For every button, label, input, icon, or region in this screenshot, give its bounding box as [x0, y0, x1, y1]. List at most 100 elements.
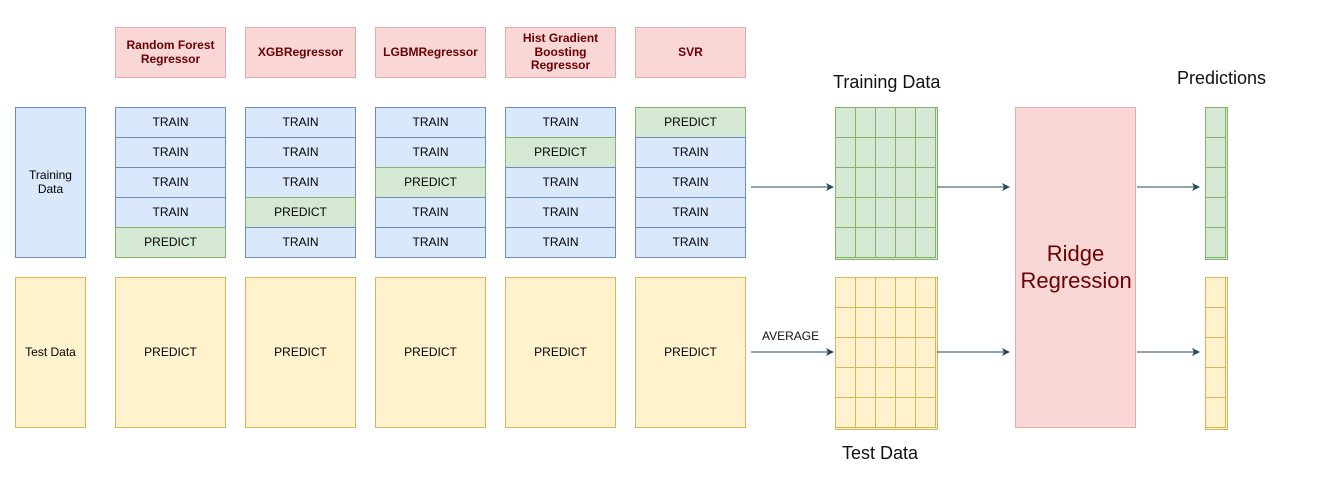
grid-cell	[876, 278, 896, 308]
grid-cell	[916, 138, 936, 168]
fold-train-cell: TRAIN	[505, 227, 616, 258]
model-header: Random Forest Regressor	[115, 27, 226, 78]
grid-cell	[896, 108, 916, 138]
test-predict-box: PREDICT	[375, 277, 486, 428]
test-predict-box: PREDICT	[635, 277, 746, 428]
left-test-data-label: Test Data	[25, 344, 76, 359]
grid-cell	[836, 108, 856, 138]
grid-cell	[896, 308, 916, 338]
grid-cell	[876, 398, 896, 428]
fold-train-cell: TRAIN	[635, 137, 746, 168]
grid-cell	[896, 278, 916, 308]
grid-cell	[916, 198, 936, 228]
grid-cell	[876, 138, 896, 168]
model-header: SVR	[635, 27, 746, 78]
left-training-data-box: Training Data	[15, 107, 86, 258]
grid-cell	[836, 228, 856, 258]
grid-cell	[836, 398, 856, 428]
model-header: LGBMRegressor	[375, 27, 486, 78]
test-predictions-column	[1205, 277, 1228, 430]
grid-cell	[896, 198, 916, 228]
grid-cell	[916, 278, 936, 308]
grid-cell	[1206, 168, 1226, 198]
grid-cell	[836, 368, 856, 398]
fold-train-cell: TRAIN	[505, 197, 616, 228]
grid-cell	[836, 138, 856, 168]
training-predictions-column	[1205, 107, 1228, 260]
fold-train-cell: TRAIN	[375, 227, 486, 258]
grid-cell	[916, 368, 936, 398]
grid-cell	[876, 228, 896, 258]
fold-train-cell: TRAIN	[115, 197, 226, 228]
grid-cell	[916, 228, 936, 258]
fold-train-cell: TRAIN	[375, 107, 486, 138]
test-predict-box: PREDICT	[505, 277, 616, 428]
training-data-title: Training Data	[833, 72, 941, 92]
fold-train-cell: TRAIN	[635, 197, 746, 228]
grid-cell	[1206, 278, 1226, 308]
training-meta-features-grid	[835, 107, 938, 260]
average-label: AVERAGE	[762, 329, 820, 343]
grid-cell	[836, 338, 856, 368]
grid-cell	[876, 168, 896, 198]
test-predict-box: PREDICT	[245, 277, 356, 428]
grid-cell	[856, 198, 876, 228]
fold-predict-cell: PREDICT	[115, 227, 226, 258]
grid-cell	[836, 198, 856, 228]
grid-cell	[916, 338, 936, 368]
fold-train-cell: TRAIN	[245, 227, 356, 258]
fold-train-cell: TRAIN	[115, 167, 226, 198]
fold-train-cell: TRAIN	[635, 167, 746, 198]
fold-predict-cell: PREDICT	[505, 137, 616, 168]
grid-cell	[896, 138, 916, 168]
grid-cell	[856, 108, 876, 138]
grid-cell	[1206, 398, 1226, 428]
grid-cell	[1206, 138, 1226, 168]
grid-cell	[856, 338, 876, 368]
model-header: Hist Gradient Boosting Regressor	[505, 27, 616, 78]
grid-cell	[856, 368, 876, 398]
grid-cell	[1206, 338, 1226, 368]
fold-train-cell: TRAIN	[245, 107, 356, 138]
grid-cell	[896, 168, 916, 198]
left-test-data-box: Test Data	[15, 277, 86, 428]
grid-cell	[876, 368, 896, 398]
grid-cell	[856, 168, 876, 198]
test-data-title: Test Data	[842, 443, 919, 463]
fold-train-cell: TRAIN	[375, 197, 486, 228]
fold-train-cell: TRAIN	[375, 137, 486, 168]
grid-cell	[916, 308, 936, 338]
ridge-regression-box: Ridge Regression	[1015, 107, 1136, 428]
fold-train-cell: TRAIN	[505, 107, 616, 138]
grid-cell	[1206, 368, 1226, 398]
grid-cell	[856, 308, 876, 338]
grid-cell	[896, 398, 916, 428]
grid-cell	[836, 308, 856, 338]
fold-predict-cell: PREDICT	[375, 167, 486, 198]
grid-cell	[876, 198, 896, 228]
fold-train-cell: TRAIN	[115, 137, 226, 168]
fold-predict-cell: PREDICT	[245, 197, 356, 228]
fold-train-cell: TRAIN	[505, 167, 616, 198]
grid-cell	[916, 108, 936, 138]
grid-cell	[856, 228, 876, 258]
fold-train-cell: TRAIN	[115, 107, 226, 138]
grid-cell	[856, 398, 876, 428]
grid-cell	[856, 138, 876, 168]
grid-cell	[876, 308, 896, 338]
grid-cell	[836, 278, 856, 308]
test-predict-box: PREDICT	[115, 277, 226, 428]
grid-cell	[1206, 108, 1226, 138]
grid-cell	[916, 168, 936, 198]
grid-cell	[856, 278, 876, 308]
grid-cell	[876, 108, 896, 138]
grid-cell	[916, 398, 936, 428]
grid-cell	[1206, 308, 1226, 338]
fold-train-cell: TRAIN	[245, 137, 356, 168]
grid-cell	[876, 338, 896, 368]
fold-train-cell: TRAIN	[635, 227, 746, 258]
grid-cell	[896, 338, 916, 368]
model-header: XGBRegressor	[245, 27, 356, 78]
grid-cell	[896, 228, 916, 258]
fold-predict-cell: PREDICT	[635, 107, 746, 138]
